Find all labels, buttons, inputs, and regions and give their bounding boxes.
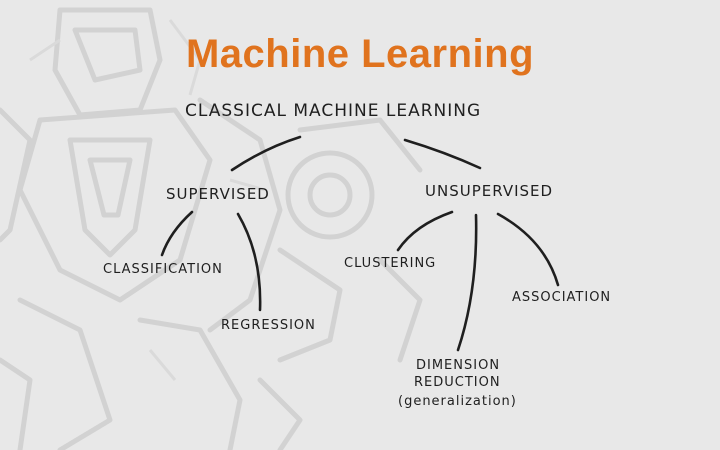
node-dimension-line-2: REDUCTION bbox=[414, 375, 501, 390]
edge-supervised-classification bbox=[162, 212, 192, 255]
node-dimension-line-1: DIMENSION bbox=[416, 358, 500, 373]
edge-supervised-regression bbox=[238, 214, 260, 310]
edge-root-unsupervised bbox=[405, 140, 480, 168]
edge-unsupervised-association bbox=[498, 214, 558, 285]
node-regression: REGRESSION bbox=[221, 318, 316, 333]
node-association: ASSOCIATION bbox=[512, 290, 611, 305]
node-clustering: CLUSTERING bbox=[344, 256, 436, 271]
edge-unsupervised-dimension bbox=[458, 215, 476, 350]
edge-unsupervised-clustering bbox=[398, 212, 452, 250]
node-classical-ml: CLASSICAL MACHINE LEARNING bbox=[185, 101, 481, 121]
node-classification: CLASSIFICATION bbox=[103, 262, 223, 277]
node-supervised: SUPERVISED bbox=[166, 185, 270, 203]
node-dimension-line-3: (generalization) bbox=[398, 394, 517, 409]
edge-root-supervised bbox=[232, 137, 300, 170]
node-unsupervised: UNSUPERVISED bbox=[425, 182, 553, 200]
